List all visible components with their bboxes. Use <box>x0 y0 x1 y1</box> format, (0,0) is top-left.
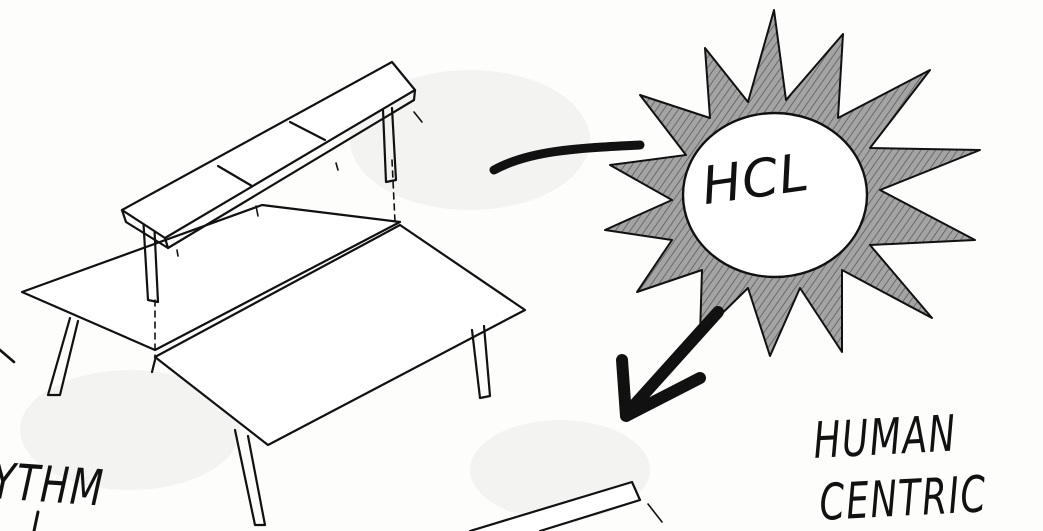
centric-label: CENTRIC <box>818 465 988 531</box>
left-word-fragment: YTHM <box>0 452 106 518</box>
human-label: HUMAN <box>812 405 958 470</box>
arrow-icon <box>622 312 718 416</box>
